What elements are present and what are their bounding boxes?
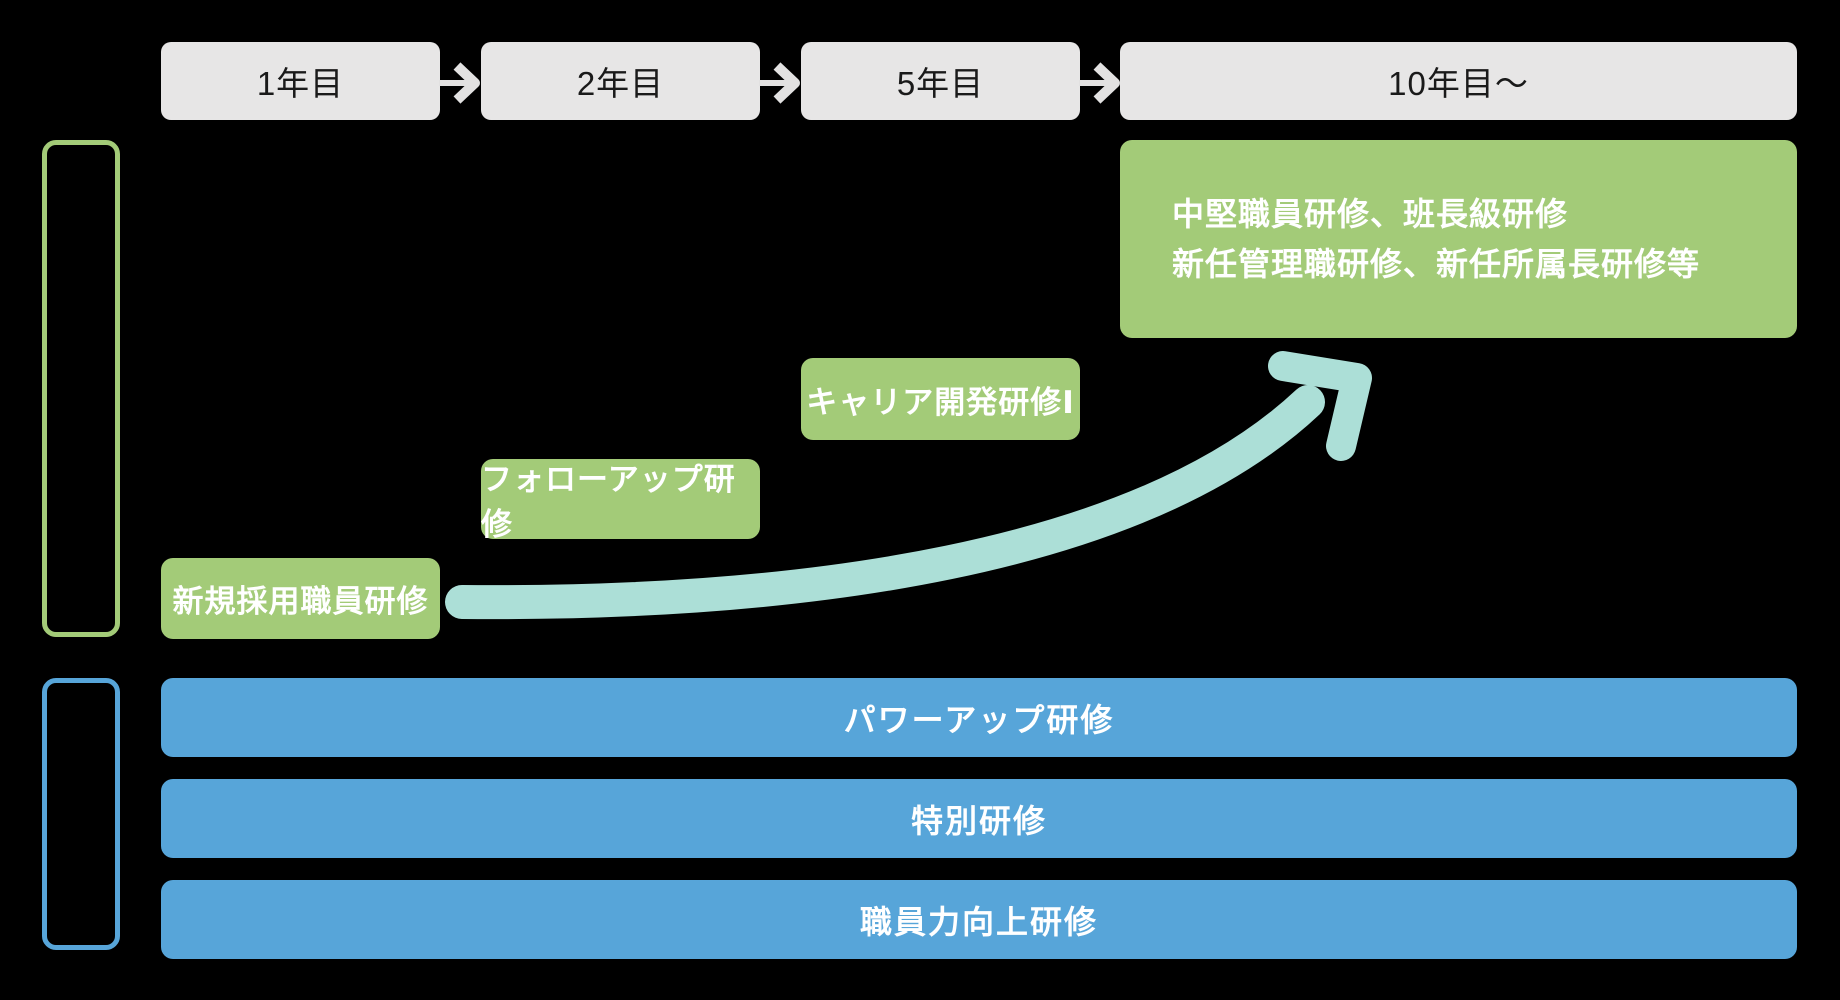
staff-improvement-training-bar: 職員力向上研修: [161, 880, 1797, 959]
arrow-right-icon-svg: [439, 62, 480, 104]
power-up-training-bar: パワーアップ研修: [161, 678, 1797, 757]
year-box-2: 2年目: [481, 42, 760, 120]
new-employee-training-box: 新規採用職員研修: [161, 558, 440, 639]
hierarchical-training-sidebar: [42, 140, 120, 637]
arrow-right-icon: [758, 60, 804, 106]
mid-level-training-line-2: 新任管理職研修、新任所属長研修等: [1172, 246, 1701, 282]
career-development-training-box: キャリア開発研修Ⅰ: [801, 358, 1080, 440]
mid-level-training-line-1: 中堅職員研修、班長級研修: [1172, 196, 1569, 232]
arrow-right-icon: [1078, 60, 1124, 106]
year-box-4: 10年目〜: [1120, 42, 1797, 120]
arrow-right-icon-svg: [1079, 62, 1120, 104]
year-box-3: 5年目: [801, 42, 1080, 120]
arrow-right-icon: [438, 60, 484, 106]
common-training-sidebar: [42, 678, 120, 950]
special-training-bar: 特別研修: [161, 779, 1797, 858]
mid-level-training-box: 中堅職員研修、班長級研修 新任管理職研修、新任所属長研修等: [1120, 140, 1797, 338]
year-box-1: 1年目: [161, 42, 440, 120]
follow-up-training-box: フォローアップ研修: [481, 459, 760, 542]
arrow-right-icon-svg: [759, 62, 800, 104]
